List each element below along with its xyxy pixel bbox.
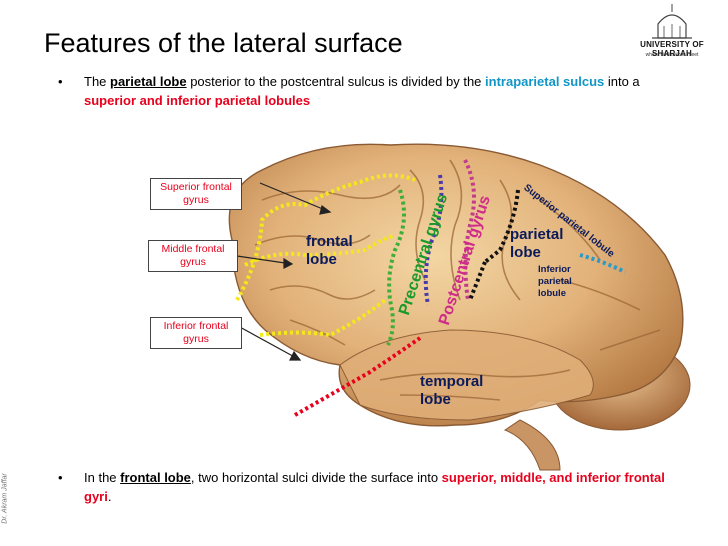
precentral-sulcus-dots: [386, 189, 406, 346]
bullet-marker: •: [58, 74, 63, 89]
intraparietal-sulcus-dots: [468, 189, 520, 301]
middle-frontal-gyrus-box: Middle frontal gyrus: [148, 240, 238, 272]
bullet-part: into a: [604, 74, 640, 89]
bullet-part-teal: intraparietal sulcus: [485, 74, 605, 89]
lateral-sulcus-dots: [294, 336, 422, 417]
dome-icon: [652, 4, 692, 39]
parietal-lobe-label: parietal lobe: [510, 226, 564, 261]
superior-frontal-gyrus-box: Superior frontal gyrus: [150, 178, 242, 210]
temporal-bulge: [339, 329, 594, 421]
logo-name: UNIVERSITY OF SHARJAH: [640, 40, 704, 58]
bullet-part: .: [107, 489, 112, 504]
pointer-lines: [236, 182, 332, 361]
slide-title: Features of the lateral surface: [44, 28, 403, 58]
bullet-part-red: superior and inferior parietal lobules: [84, 93, 311, 108]
bullet-part-emphasis: frontal lobe: [120, 470, 191, 485]
bullet-part-red: superior, middle, and inferior frontal g…: [84, 470, 665, 504]
frontal-sulci-dots: [235, 173, 416, 338]
postcentral-sulcus-dots: [463, 159, 476, 301]
frontal-lobe-label: frontal lobe: [306, 233, 353, 268]
side-credit: Dr. Akram Jaffar: [1, 473, 9, 524]
bullet-part: , two horizontal sulci divide the surfac…: [190, 470, 442, 485]
inferior-parietal-lobule-label: Inferior parietal lobule: [538, 264, 572, 299]
bullet-text: The parietal lobe posterior to the postc…: [84, 72, 689, 110]
bullet-part-emphasis: parietal lobe: [110, 74, 187, 89]
brainstem: [503, 419, 561, 471]
logo-tagline: where civilizations meet: [645, 52, 699, 58]
bullet-part: posterior to the postcentral sulcus is d…: [186, 74, 486, 89]
bullet-part: In the: [84, 470, 121, 485]
parietal-lobule-dots: [579, 253, 626, 274]
inferior-frontal-gyrus-box: Inferior frontal gyrus: [150, 317, 242, 349]
bullet-marker: •: [58, 470, 63, 485]
central-sulcus-dots: [423, 174, 444, 306]
bullet-text: In the frontal lobe, two horizontal sulc…: [84, 468, 689, 506]
bullet-part: The: [84, 74, 111, 89]
university-logo: UNIVERSITY OF SHARJAH where civilization…: [622, 2, 722, 66]
temporal-lobe-label: temporal lobe: [420, 373, 484, 408]
